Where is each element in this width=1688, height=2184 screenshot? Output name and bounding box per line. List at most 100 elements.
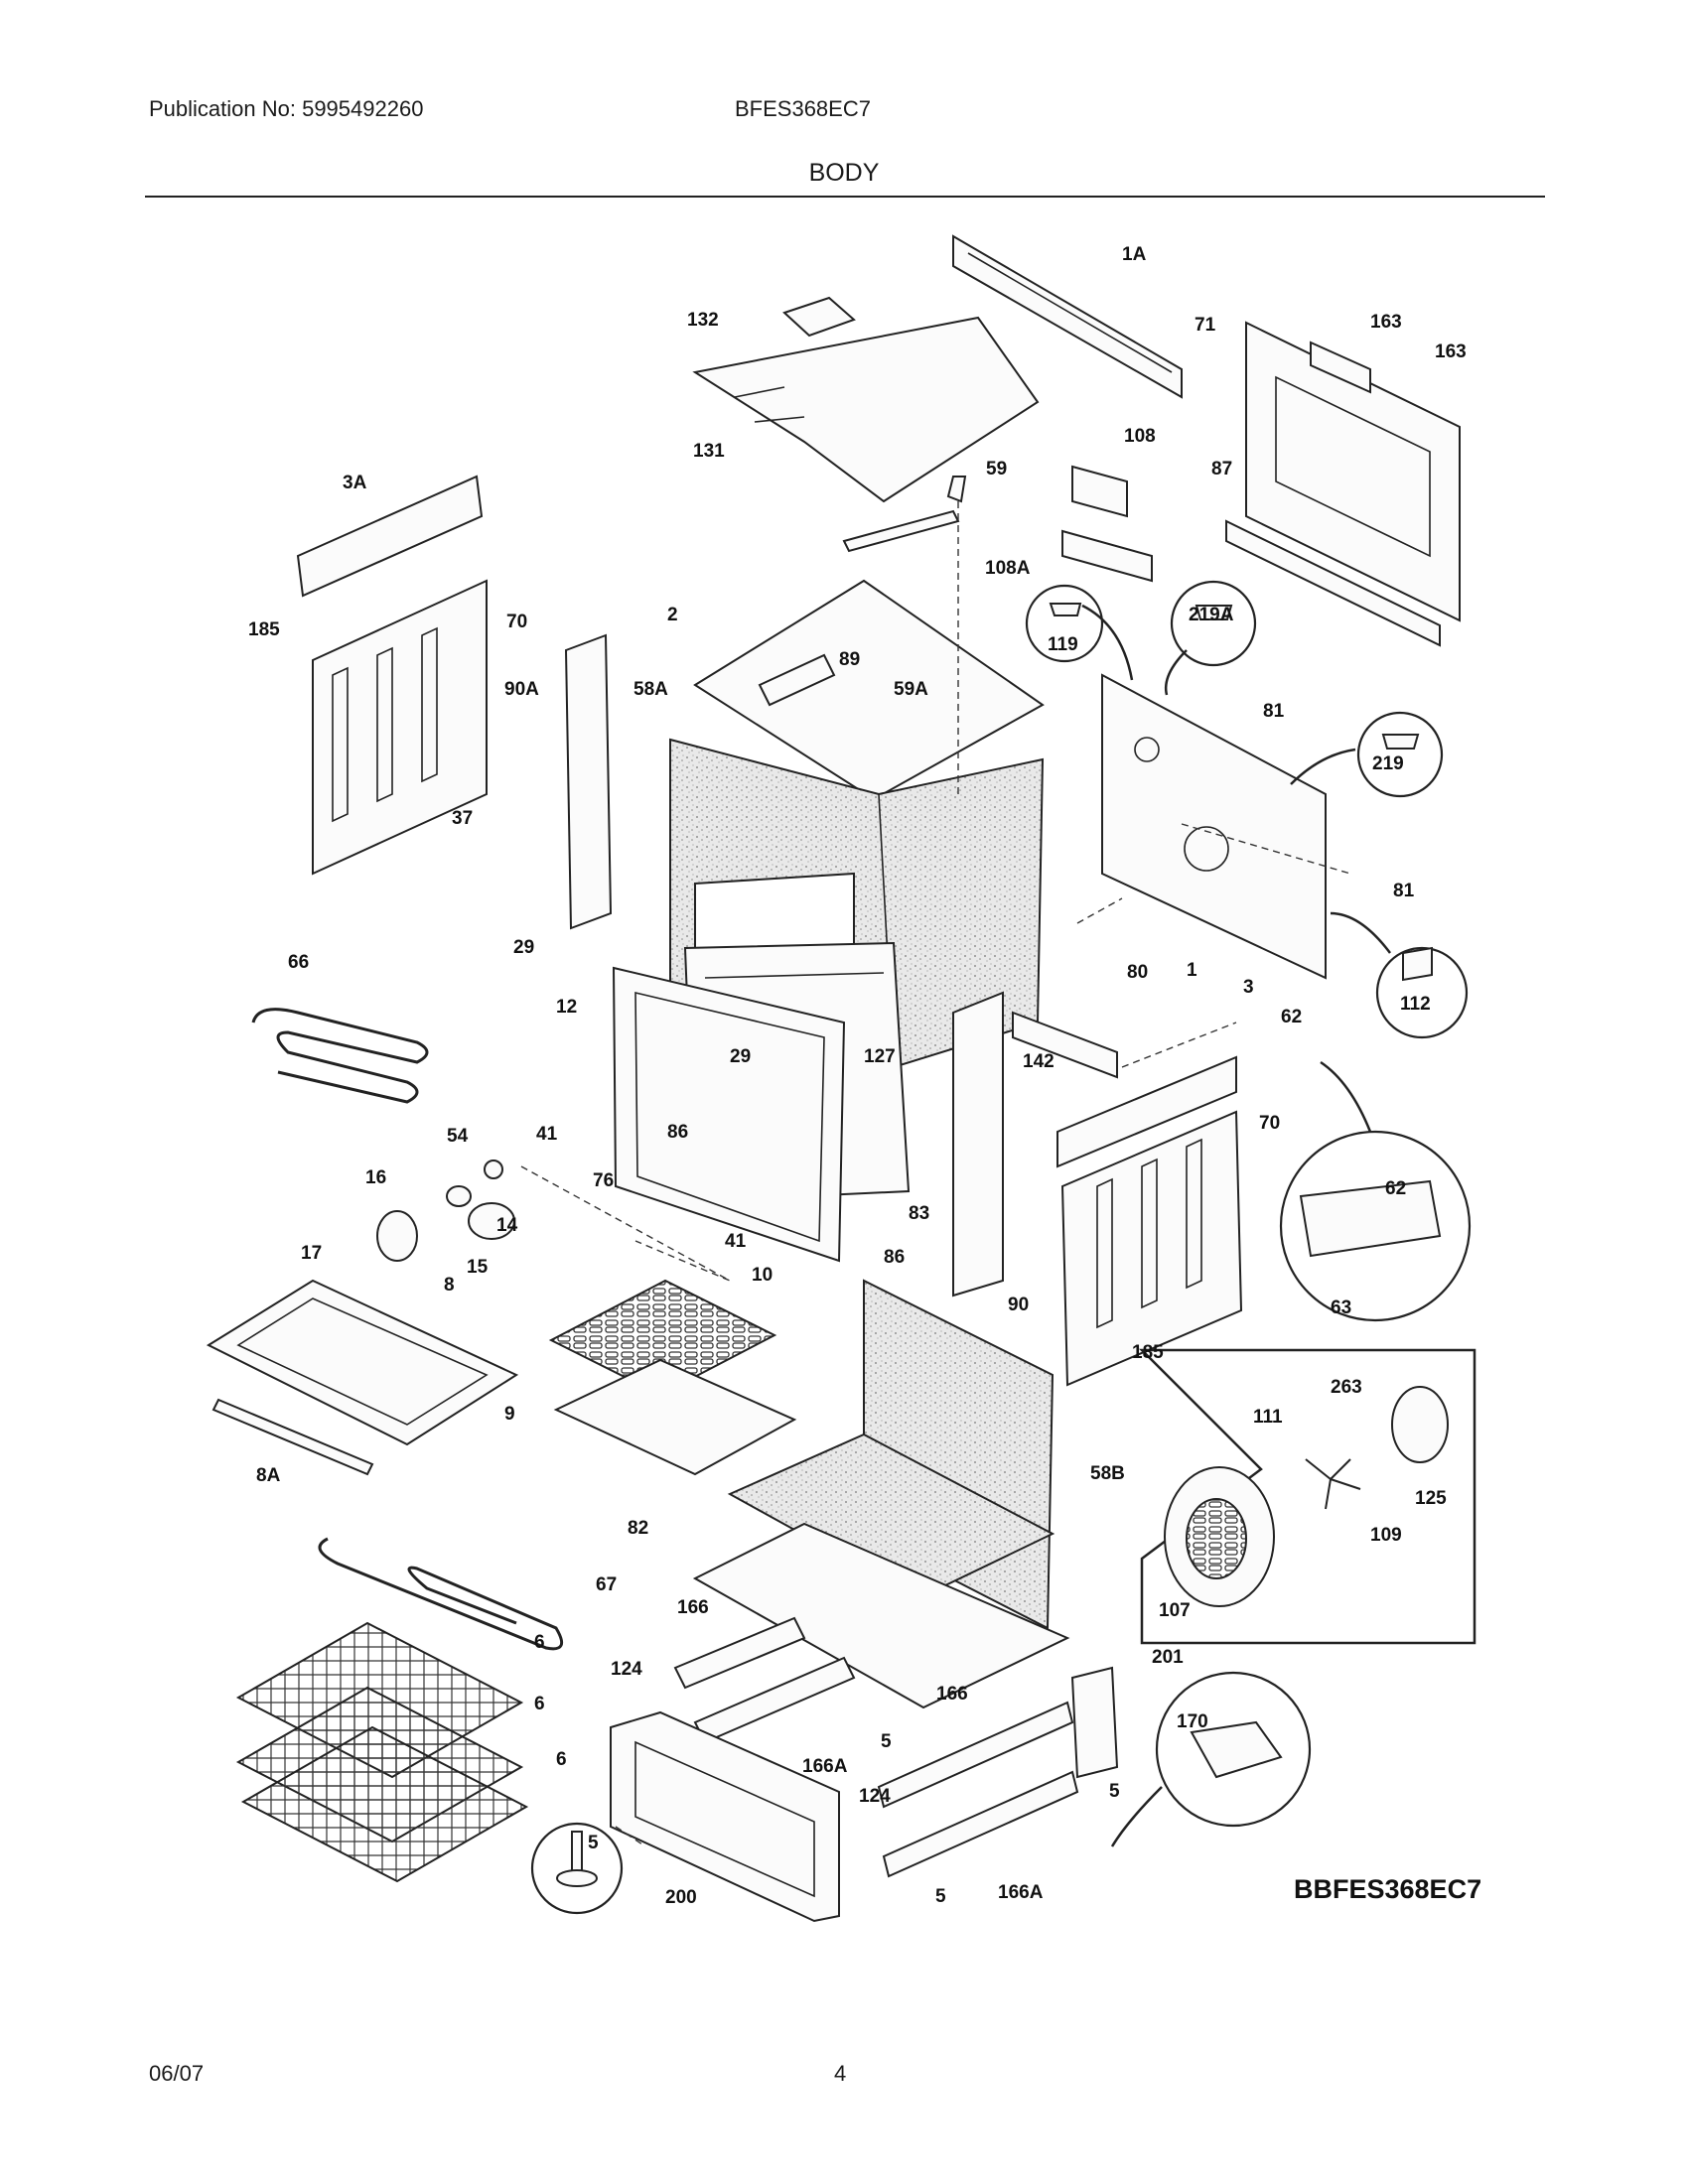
part-label-70b: 70 <box>1259 1113 1280 1134</box>
part-label-2: 2 <box>667 605 678 625</box>
part-label-67: 67 <box>596 1574 617 1595</box>
part-label-8: 8 <box>444 1275 455 1296</box>
part-label-5c: 5 <box>588 1833 599 1853</box>
part-terminal-block-108 <box>1061 465 1153 583</box>
part-tube-59 <box>842 476 967 553</box>
part-label-80: 80 <box>1127 962 1148 983</box>
part-label-5a: 5 <box>881 1731 892 1752</box>
part-label-90a: 90A <box>504 679 539 700</box>
part-label-219: 219 <box>1372 753 1404 774</box>
part-label-62b: 62 <box>1385 1178 1406 1199</box>
part-label-185b: 185 <box>1132 1342 1164 1363</box>
callout-62-63 <box>1279 1130 1472 1322</box>
part-front-frame-76 <box>612 966 846 1263</box>
part-label-41a: 41 <box>536 1124 558 1145</box>
part-label-8a: 8A <box>256 1465 281 1486</box>
part-label-17: 17 <box>301 1243 322 1264</box>
part-side-bracket-3a <box>296 475 484 598</box>
part-top-duct-131 <box>692 316 1040 503</box>
callout-170 <box>1155 1671 1312 1828</box>
part-plate-132 <box>782 296 856 338</box>
part-label-12: 12 <box>556 997 577 1018</box>
part-label-3a: 3A <box>343 473 367 493</box>
section-title: BODY <box>808 159 880 187</box>
part-label-71: 71 <box>1195 315 1216 336</box>
part-bracket-87 <box>1225 519 1441 647</box>
part-label-166a-left: 166A <box>802 1756 848 1777</box>
part-label-107: 107 <box>1159 1600 1191 1621</box>
part-strip-8a <box>211 1398 374 1476</box>
part-bracket-201 <box>1070 1666 1119 1779</box>
part-oven-rack-6-bottom <box>240 1725 529 1883</box>
part-label-90: 90 <box>1008 1295 1029 1315</box>
part-label-219a: 219A <box>1189 605 1234 625</box>
part-label-58a: 58A <box>633 679 668 700</box>
part-label-81b: 81 <box>1393 881 1415 901</box>
part-label-6a: 6 <box>534 1632 545 1653</box>
part-top-plate-2 <box>693 579 1045 801</box>
part-label-5d: 5 <box>935 1886 946 1907</box>
part-drawer-frame-200 <box>610 1710 840 1923</box>
part-label-70a: 70 <box>506 612 527 632</box>
part-label-87: 87 <box>1211 459 1232 479</box>
part-strip-90 <box>952 991 1004 1297</box>
part-label-111: 111 <box>1253 1407 1283 1428</box>
part-label-124a: 124 <box>611 1659 642 1680</box>
part-label-108: 108 <box>1124 426 1156 447</box>
part-insulation-58b <box>727 1279 1055 1630</box>
part-label-1: 1 <box>1187 960 1197 981</box>
part-label-200: 200 <box>665 1887 697 1908</box>
part-broil-pan-9 <box>553 1358 797 1476</box>
footer-date: 06/07 <box>149 2061 205 2086</box>
part-label-6b: 6 <box>534 1694 545 1714</box>
part-bracket-142 <box>1012 1011 1118 1079</box>
part-label-15: 15 <box>467 1257 489 1278</box>
part-label-109: 109 <box>1370 1525 1402 1546</box>
part-top-bracket-1a <box>952 234 1183 399</box>
part-label-10: 10 <box>752 1265 773 1286</box>
part-label-16: 16 <box>365 1167 386 1188</box>
part-label-166a: 166 <box>677 1597 709 1618</box>
callout-arrows <box>1081 604 1391 1847</box>
part-back-panel-71 <box>1245 321 1461 622</box>
callout-119 <box>1025 584 1104 663</box>
part-label-163a: 163 <box>1370 312 1402 333</box>
part-labels: 1A 163 163 132 71 131 108 59 87 3A 108A … <box>248 244 1481 1908</box>
part-label-142: 142 <box>1023 1051 1055 1072</box>
part-label-201: 201 <box>1152 1647 1184 1668</box>
part-label-6c: 6 <box>556 1749 567 1770</box>
part-label-9: 9 <box>504 1404 515 1425</box>
part-label-127: 127 <box>864 1046 896 1067</box>
part-label-108a: 108A <box>985 558 1031 579</box>
part-label-125: 125 <box>1415 1488 1447 1509</box>
part-label-14: 14 <box>496 1215 518 1236</box>
part-label-58b: 58B <box>1090 1463 1125 1484</box>
part-lamp-assembly <box>376 1160 515 1262</box>
part-label-185a: 185 <box>248 619 280 640</box>
part-strip-90a <box>564 633 613 930</box>
part-label-163b: 163 <box>1435 341 1467 362</box>
part-broil-element-66 <box>251 1008 429 1104</box>
page-number: 4 <box>834 2061 847 2086</box>
part-label-63: 63 <box>1331 1297 1351 1318</box>
part-slide-166-right <box>877 1701 1079 1878</box>
part-label-66: 66 <box>288 952 309 973</box>
part-label-29a: 29 <box>513 937 534 958</box>
part-label-86b: 86 <box>884 1247 905 1268</box>
part-label-170: 170 <box>1177 1711 1208 1732</box>
part-label-5b: 5 <box>1109 1781 1120 1802</box>
part-label-124b: 124 <box>859 1786 891 1807</box>
part-label-1a: 1A <box>1122 244 1147 265</box>
part-label-166b: 166 <box>936 1684 968 1705</box>
part-door-glass-8 <box>206 1279 519 1446</box>
part-side-panel-70-right <box>1060 1110 1243 1387</box>
part-label-62a: 62 <box>1281 1007 1302 1027</box>
callout-5 <box>530 1822 624 1915</box>
part-label-37: 37 <box>452 808 473 829</box>
callout-219 <box>1356 711 1444 798</box>
part-label-132: 132 <box>687 310 719 331</box>
part-label-76: 76 <box>593 1170 614 1191</box>
part-label-59: 59 <box>986 459 1007 479</box>
part-label-59a: 59A <box>894 679 928 700</box>
part-bake-element-67 <box>318 1537 564 1651</box>
